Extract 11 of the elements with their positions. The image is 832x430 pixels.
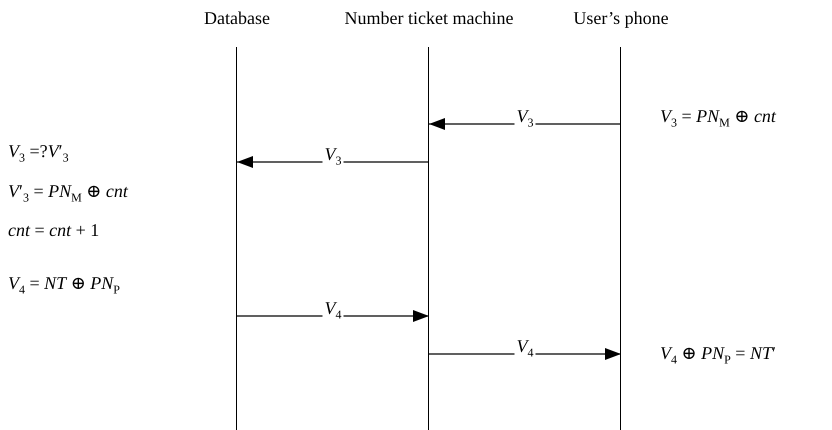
message-arrow	[429, 118, 621, 130]
equation: V$_{4}$ = NT ⊕ PN$_{P}$	[8, 273, 120, 298]
equation: V′$_{3}$ = PN$_{M}$ ⊕ cnt	[8, 181, 128, 206]
equation: V$_{3}$ =?V′$_{3}$	[8, 141, 69, 166]
equation: V$_{4}$ ⊕ PN$_{P}$ = NT′	[660, 343, 776, 368]
message-arrow	[237, 310, 429, 322]
equation: cnt = cnt + 1	[8, 220, 100, 241]
participant-label: Number ticket machine	[344, 8, 514, 29]
message-arrow	[237, 156, 429, 168]
message-arrow	[429, 348, 621, 360]
equation: V$_{3}$ = PN$_{M}$ ⊕ cnt	[660, 106, 776, 131]
